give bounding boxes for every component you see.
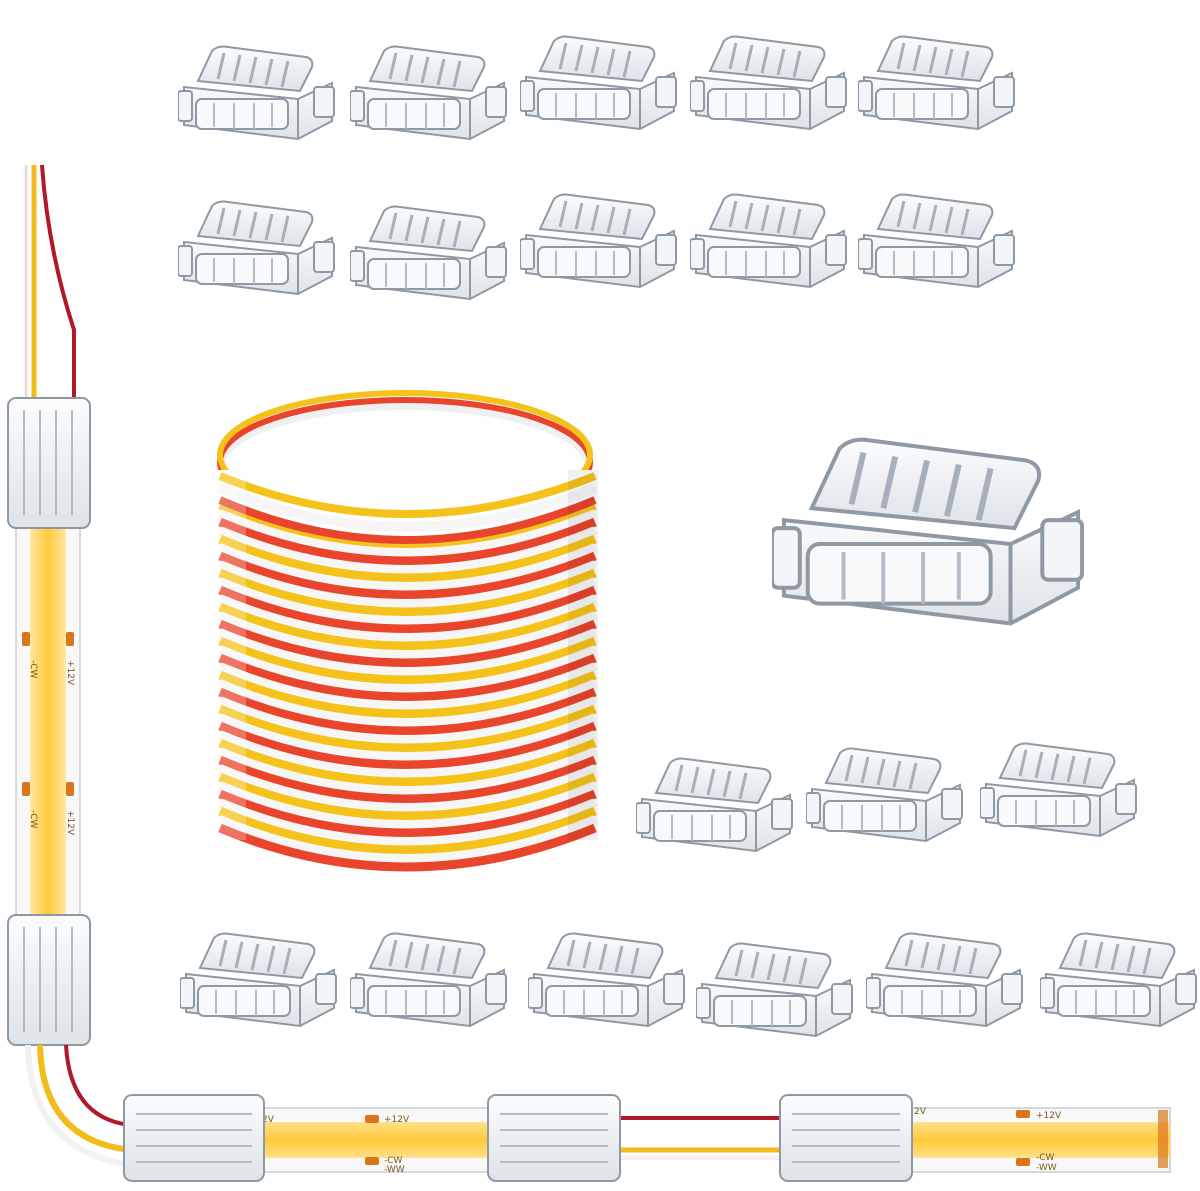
led-strip-vertical: -CW +12V -CW +12V <box>7 164 131 1168</box>
connector-clip <box>520 34 678 131</box>
coil-stripe <box>218 670 597 719</box>
connector-row-1 <box>178 34 1016 141</box>
connector-clip <box>180 931 338 1028</box>
strip-label-plus12: +12V <box>65 660 75 686</box>
coil-stripe <box>218 738 597 787</box>
coil-stripe <box>218 764 597 812</box>
coil-stripe <box>218 798 597 846</box>
connector-clip <box>858 192 1016 289</box>
ribbon-cable-coil <box>216 390 598 872</box>
strip-label-plus12-h2: +12V <box>1036 1111 1062 1121</box>
connector-clip <box>858 34 1016 131</box>
coil-stripe <box>218 662 597 710</box>
coil-stripe <box>218 636 597 685</box>
connector-clip <box>690 192 848 289</box>
coil-stripe <box>218 611 597 659</box>
strip-label-plus12-h1: +12V <box>384 1115 410 1125</box>
coil-stripe <box>218 747 597 795</box>
coil-stripe <box>218 594 597 642</box>
strip-label-plus12-2: +12V <box>65 810 75 836</box>
led-strip-horizontal: +12V -CW -WW 2V +12V -CW -WW 2V <box>123 1094 1171 1182</box>
coil-stripe <box>218 517 597 566</box>
strip-label-cw-h2: -CW <box>1036 1153 1055 1163</box>
connector-clip <box>980 741 1138 838</box>
coil-stripe <box>218 602 597 651</box>
coil-stripe <box>218 815 597 863</box>
connector-clip <box>350 204 508 301</box>
coil-bands <box>218 500 597 872</box>
coil-stripe <box>218 534 597 583</box>
strip-label-cw-h1: -CW <box>384 1156 403 1166</box>
connector-clip <box>1040 931 1198 1028</box>
coil-stripe <box>218 560 597 608</box>
coil-stripe <box>218 568 597 617</box>
strip-label-ww-h1: -WW <box>384 1165 405 1175</box>
coil-stripe <box>218 509 597 557</box>
connector-clip <box>636 756 794 853</box>
connector-clip <box>690 34 848 131</box>
coil-stripe <box>218 645 597 693</box>
coil-stripe <box>218 721 597 770</box>
coil-stripe <box>218 696 597 744</box>
connector-clip <box>178 199 336 296</box>
coil-stripe <box>218 772 597 821</box>
strip-label-2v-h1: 2V <box>262 1115 275 1125</box>
connector-row-2 <box>178 192 1016 301</box>
connector-clip <box>520 192 678 289</box>
coil-stripe <box>218 628 597 676</box>
connector-clip <box>866 931 1024 1028</box>
coil-stripe <box>218 823 597 872</box>
coil-stripe <box>218 755 597 804</box>
connector-clip-large <box>772 440 1082 624</box>
strip-label-cw: -CW <box>28 660 38 679</box>
coil-stripe <box>218 730 597 778</box>
connector-clip <box>350 931 508 1028</box>
coil-stripe <box>218 704 597 753</box>
connector-row-3 <box>636 741 1138 853</box>
coil-stripe <box>218 653 597 702</box>
connector-clip <box>528 931 686 1028</box>
connector-clip <box>806 746 964 843</box>
strip-label-cw-2: -CW <box>28 810 38 829</box>
strip-label-ww-h2: -WW <box>1036 1163 1057 1173</box>
connector-clip <box>350 44 508 141</box>
coil-stripe <box>218 619 597 668</box>
coil-stripe <box>218 713 597 761</box>
connector-row-4 <box>180 931 1198 1038</box>
coil-stripe <box>218 551 597 600</box>
connector-clip <box>178 44 336 141</box>
coil-stripe <box>218 543 597 591</box>
strip-label-2v-h2: 2V <box>914 1107 927 1117</box>
coil-stripe <box>218 526 597 574</box>
coil-stripe <box>218 781 597 829</box>
coil-stripe <box>218 577 597 625</box>
coil-stripe <box>218 679 597 727</box>
coil-stripe <box>218 585 597 634</box>
connector-clip <box>696 941 854 1038</box>
coil-stripe <box>218 789 597 838</box>
coil-stripe <box>218 806 597 855</box>
coil-stripe <box>218 687 597 736</box>
